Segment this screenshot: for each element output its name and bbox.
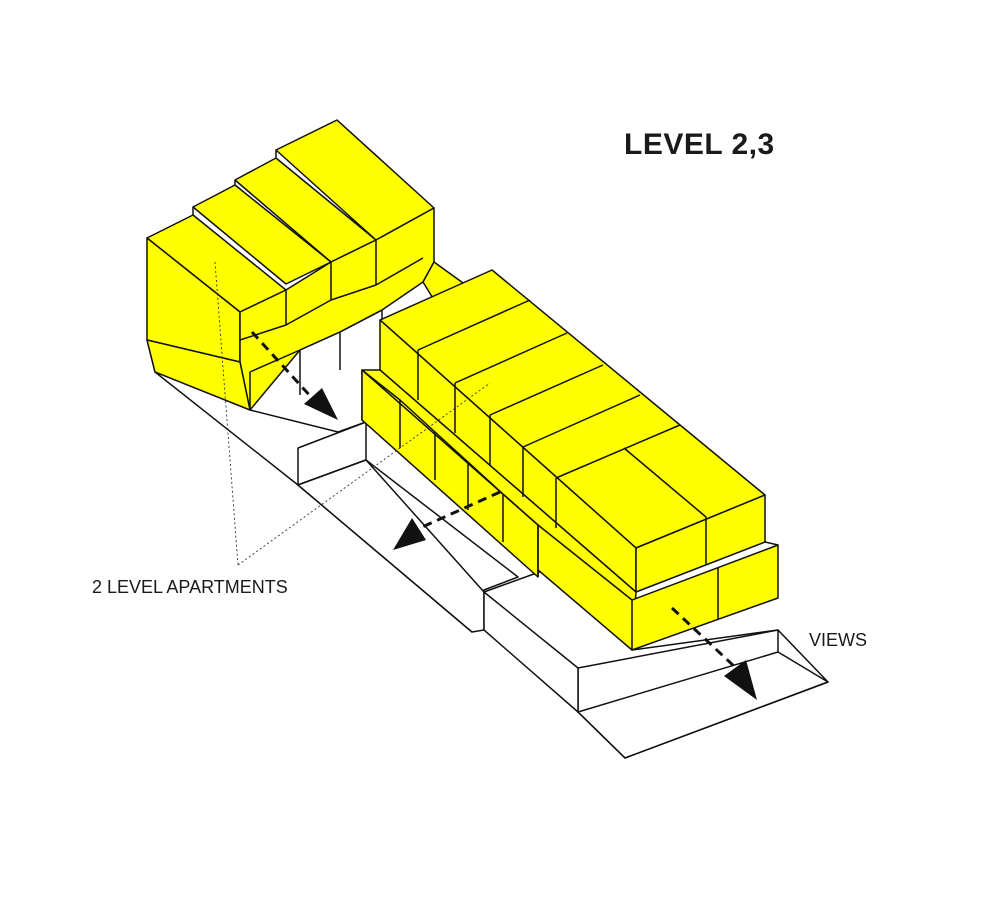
- view-arrow-2-head: [393, 518, 426, 550]
- view-arrows: [250, 330, 757, 700]
- left-apartment-block: [146, 119, 471, 411]
- right-top-div-1: [417, 299, 531, 351]
- view-arrow-3-head: [724, 660, 757, 700]
- views-label: VIEWS: [809, 630, 868, 650]
- right-top-div-4: [522, 394, 641, 448]
- right-apartment-block: [361, 269, 779, 651]
- left-block-floor-line: [239, 257, 424, 341]
- leader-line-left: [214, 261, 239, 566]
- base-platforms: [146, 339, 829, 759]
- right-top-div-3: [489, 364, 604, 416]
- apartments-label: 2 LEVEL APARTMENTS: [92, 577, 288, 597]
- view-arrow-1-head: [304, 388, 338, 420]
- right-top-div-2: [454, 332, 568, 384]
- right-lower-top-step: [764, 541, 779, 546]
- apartment-leader-lines: [214, 261, 491, 566]
- right-lower-end: [631, 544, 779, 651]
- base-right-ground: [577, 651, 829, 759]
- right-lower-ledge: [361, 369, 633, 601]
- right-top-div-6: [623, 447, 707, 518]
- right-top-div-5: [555, 424, 681, 479]
- diagram-title: LEVEL 2,3: [624, 128, 775, 161]
